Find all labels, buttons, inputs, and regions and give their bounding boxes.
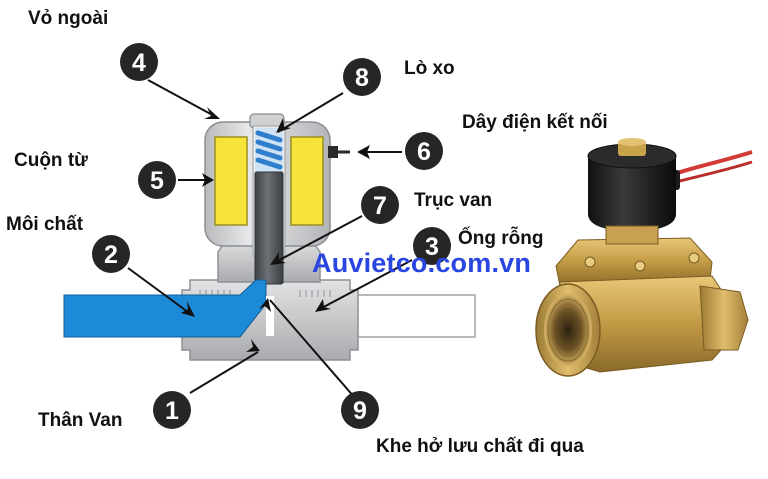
coil-right <box>290 136 324 226</box>
orifice-channel <box>266 296 274 336</box>
bolt-1 <box>584 256 596 268</box>
black-coil <box>588 156 676 232</box>
leader-4 <box>147 79 219 119</box>
label-lo-xo: Lò xo <box>404 58 455 79</box>
label-truc-van: Trục van <box>414 190 493 211</box>
watermark: Auvietco.com.vn <box>312 248 532 278</box>
top-nut-face <box>618 138 646 146</box>
label-day-dien-ket-noi: Dây điện kết nối <box>462 112 608 133</box>
svg-text:6: 6 <box>417 138 431 166</box>
svg-text:2: 2 <box>104 241 118 269</box>
outlet-hex <box>699 285 749 351</box>
bolt-3 <box>688 252 700 264</box>
leader-1 <box>189 351 259 394</box>
label-ong-rong: Ống rỗng <box>458 228 544 249</box>
leader-arrowheads <box>181 107 370 352</box>
brass-neck <box>605 225 659 245</box>
valve-cross-section <box>63 113 476 361</box>
svg-text:7: 7 <box>373 192 387 220</box>
number-badges: 4 8 6 5 7 2 3 1 9 <box>92 43 451 429</box>
label-moi-chat: Môi chất <box>6 214 84 235</box>
coil-left <box>214 136 248 226</box>
bolt-2 <box>634 260 646 272</box>
badge-5: 5 <box>138 161 176 199</box>
svg-text:3: 3 <box>425 233 439 261</box>
label-than-van: Thân Van <box>38 410 123 431</box>
inlet-fluid <box>63 279 267 338</box>
leader-3 <box>317 259 413 311</box>
svg-text:5: 5 <box>150 167 164 195</box>
leader-2 <box>127 267 193 316</box>
svg-text:8: 8 <box>355 64 369 92</box>
label-cuon-tu: Cuộn từ <box>14 150 88 171</box>
leader-9 <box>269 299 356 399</box>
badge-6: 6 <box>405 132 443 170</box>
svg-text:4: 4 <box>132 49 146 77</box>
svg-text:9: 9 <box>353 397 367 425</box>
svg-text:1: 1 <box>165 397 179 425</box>
badge-2: 2 <box>92 235 130 273</box>
connection-wire <box>328 146 350 158</box>
spring <box>255 128 283 173</box>
leader-lines <box>127 79 413 399</box>
inlet-threads <box>547 298 589 362</box>
plunger <box>254 171 284 285</box>
valve-product-image <box>535 138 753 377</box>
badge-3: 3 <box>413 227 451 265</box>
badge-8: 8 <box>343 58 381 96</box>
badge-9: 9 <box>341 391 379 429</box>
inlet-port-opening <box>544 294 592 366</box>
badge-7: 7 <box>361 186 399 224</box>
leader-8 <box>277 92 344 133</box>
label-vo-ngoai: Vỏ ngoài <box>28 8 109 29</box>
top-nut <box>618 142 646 156</box>
badge-1: 1 <box>153 391 191 429</box>
label-khe-ho: Khe hở lưu chất đi qua <box>376 436 584 457</box>
leader-7 <box>271 215 363 265</box>
badge-4: 4 <box>120 43 158 81</box>
